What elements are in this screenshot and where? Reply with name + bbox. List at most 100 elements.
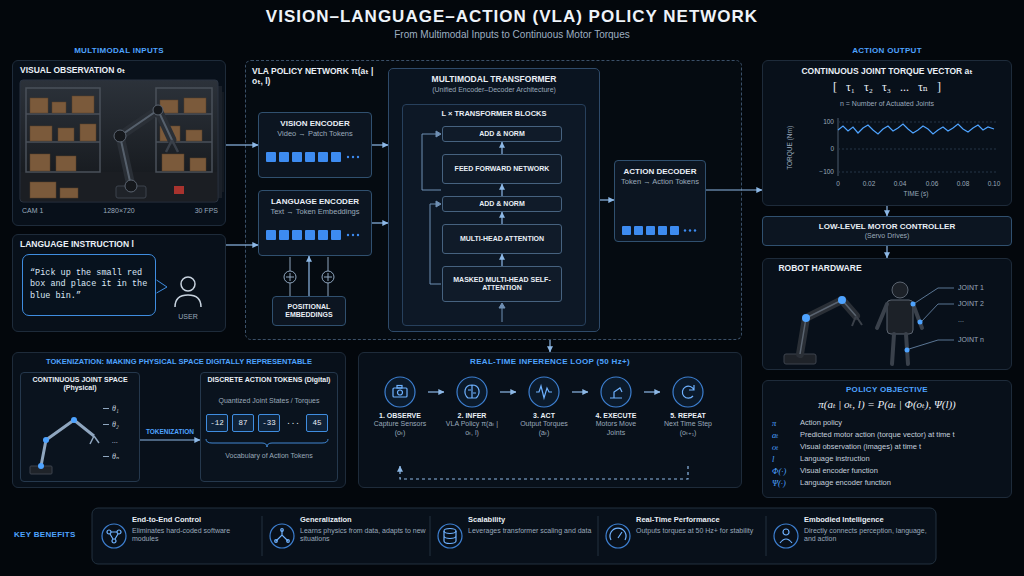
subtitle: From Multimodal Inputs to Continuous Mot… [312, 29, 712, 41]
node-text: π [772, 418, 798, 428]
robot-figure [800, 300, 856, 354]
joint-arm [30, 409, 109, 475]
node-text: n = Number of Actuated Joints [770, 100, 1004, 108]
token-row [689, 229, 691, 231]
joint-arm [43, 437, 49, 443]
loop-icon [465, 385, 479, 398]
connector [886, 246, 887, 258]
token-row [292, 152, 302, 162]
node-text: FEED FORWARD NETWORK [446, 165, 558, 173]
robot-figure [800, 300, 856, 354]
node-text: “Pick up the small red box and place it … [30, 268, 148, 302]
benefit-band [275, 529, 290, 543]
camera-image [222, 92, 224, 192]
node-text: Vocabulary of Action Tokens [204, 452, 334, 460]
connector [372, 222, 388, 223]
loop-step: 4. EXECUTEMotors Move Joints [588, 374, 644, 466]
connector [501, 212, 502, 224]
camera-image [26, 88, 212, 172]
node-text: Token → Action Tokens [621, 177, 699, 186]
benefit-band [783, 529, 789, 535]
benefit-band [102, 524, 126, 548]
node-text: -33 [262, 419, 276, 428]
joint-arm [30, 466, 52, 474]
joint-label: JOINT 1 [958, 284, 1008, 292]
torque-chart [838, 149, 996, 150]
user-icon [181, 277, 195, 291]
layer-block: MULTI-HEAD ATTENTION [442, 224, 562, 254]
connector [226, 244, 258, 245]
loop-icon [682, 385, 694, 398]
node-text: Action policy [800, 418, 1006, 427]
node-text: KEY BENEFITS [14, 530, 88, 540]
token-box: DISCRETE ACTION TOKENS (Digital)Quantize… [200, 372, 338, 482]
token-row [305, 152, 315, 162]
robot-figure [838, 296, 846, 304]
camera-image [186, 130, 202, 141]
connector [644, 391, 660, 392]
loop-step: 1. OBSERVECapture Sensors (oₜ) [372, 374, 428, 466]
loop-icon [601, 377, 631, 407]
benefit-band [107, 530, 111, 534]
camera-image [60, 188, 78, 198]
node-text: Quantized Joint States / Torques [204, 397, 334, 405]
camera-image [20, 80, 224, 202]
input-panel: LANGUAGE INSTRUCTION lUSER“Pick up the s… [12, 234, 226, 332]
joint-arm [103, 456, 109, 457]
node-text: Embodied Intelligence [804, 515, 932, 524]
benefit-band [606, 524, 630, 548]
transformer-stack: L × TRANSFORMER BLOCKSADD & NORMFEED FOR… [402, 104, 586, 326]
node-text: 30 FPS [156, 207, 218, 215]
benefit-band [262, 516, 766, 556]
token-row [684, 229, 686, 231]
sum-symbol [286, 273, 294, 281]
loop-icon [393, 386, 407, 398]
node-text: USER [166, 313, 210, 321]
residual-line [436, 131, 441, 137]
benefit-band [92, 508, 936, 564]
camera-image [218, 86, 222, 198]
axis-tick: 0.10 [984, 180, 1004, 188]
camera-image [190, 158, 206, 171]
node-text: ADD & NORM [446, 200, 558, 208]
benefit-band [275, 540, 278, 543]
node-text: POLICY OBJECTIVE [770, 385, 1004, 395]
camera-image [26, 141, 100, 143]
loop-icon [385, 377, 703, 407]
sum-symbol [322, 271, 334, 283]
loop-icon [610, 388, 622, 398]
camera-image [21, 172, 217, 201]
connector [140, 439, 200, 440]
token-row [279, 230, 289, 240]
camera-image [156, 88, 212, 172]
loop-icon [536, 386, 552, 398]
axis-tick: 100 [808, 118, 834, 126]
camera-image [125, 180, 137, 192]
robot-figure [918, 320, 923, 325]
connector [600, 199, 614, 200]
benefit-band [438, 524, 462, 548]
layer-block: ADD & NORM [442, 196, 562, 212]
node-text: 1280×720 [82, 207, 156, 215]
node-text: Real-Time Performance [636, 515, 764, 524]
token-cell: -12 [206, 414, 228, 432]
camera-image [166, 140, 178, 152]
camera-image [120, 110, 172, 186]
node-text: MASKED MULTI-HEAD SELF-ATTENTION [446, 276, 558, 293]
node-text: MULTI-HEAD ATTENTION [446, 235, 558, 243]
layer-block: MASKED MULTI-HEAD SELF-ATTENTION [442, 266, 562, 302]
benefit-band [117, 530, 121, 534]
loop-icon [393, 388, 407, 397]
robot-figure [852, 316, 862, 326]
residual-line [422, 134, 441, 190]
token-row [347, 234, 349, 236]
node-text: ROBOT HARDWARE [770, 263, 870, 273]
node-text: MULTIMODAL TRANSFORMER [392, 74, 596, 84]
hardware-panel: ROBOT HARDWARE [762, 258, 1012, 370]
node-text: REAL-TIME INFERENCE LOOP (50 Hz+) [362, 357, 738, 367]
joint-space-box: CONTINUOUS JOINT SPACE (Physical) [20, 372, 140, 482]
sum-symbol [290, 257, 291, 271]
camera-image [116, 186, 146, 198]
node-text: End-to-End Control [132, 515, 260, 524]
residual-line [436, 201, 441, 207]
